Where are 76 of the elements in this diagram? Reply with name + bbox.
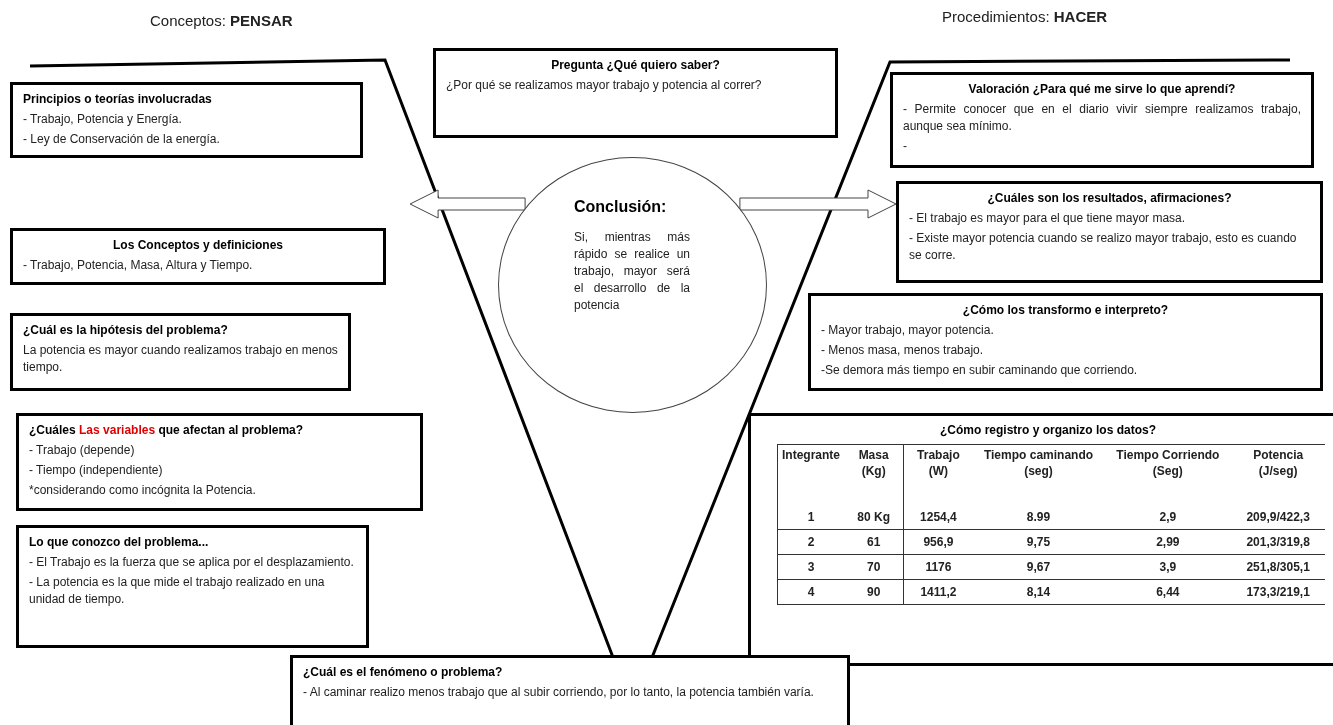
table-cell: 1 bbox=[777, 505, 844, 530]
box-text: La potencia es mayor cuando realizamos trabajo en menos tiempo. bbox=[23, 342, 338, 376]
table-header-cell: Integrante bbox=[777, 444, 844, 505]
table-cell: 201,3/319,8 bbox=[1231, 529, 1325, 555]
box-heading: Los Conceptos y definiciones bbox=[112, 237, 284, 254]
box-text: -Se demora más tiempo en subir caminando que corriendo. bbox=[821, 362, 1139, 379]
box-text: - bbox=[903, 138, 908, 155]
text-box bbox=[16, 413, 423, 511]
table-cell: 209,9/422,3 bbox=[1231, 505, 1325, 530]
box-text: - Tiempo (independiente) bbox=[29, 462, 164, 479]
table-cell: 3,9 bbox=[1104, 554, 1232, 580]
table-cell: 61 bbox=[844, 529, 904, 555]
table-cell: 2 bbox=[777, 529, 844, 555]
box-text: - Menos masa, menos trabajo. bbox=[821, 342, 985, 359]
table-cell: 80 Kg bbox=[844, 505, 904, 530]
box-heading: Principios o teorías involucradas bbox=[23, 91, 213, 108]
table-header-cell: Tiempo Corriendo (Seg) bbox=[1104, 444, 1232, 505]
table-header-cell: Potencia (J/seg) bbox=[1231, 444, 1325, 505]
table-header-cell: Tiempo caminando (seg) bbox=[972, 444, 1105, 505]
box-text: - Trabajo, Potencia y Energía. bbox=[23, 111, 183, 128]
text-box bbox=[890, 72, 1314, 168]
table-header-cell: Masa (Kg) bbox=[844, 444, 904, 505]
table-cell: 9,67 bbox=[972, 554, 1105, 580]
box-text: - Ley de Conservación de la energía. bbox=[23, 131, 221, 148]
block-arrow bbox=[409, 189, 526, 219]
table-cell: 4 bbox=[777, 579, 844, 605]
block-arrow bbox=[739, 189, 897, 219]
box-text: - Al caminar realizo menos trabajo que al subir corriendo, por lo tanto, la potencia también varía. bbox=[303, 684, 815, 701]
box-heading: ¿Cómo los transformo e interpreto? bbox=[961, 302, 1170, 319]
box-text: Si, mientras más rápido se realice un trabajo, mayor será el desarrollo de la potencia bbox=[574, 229, 690, 314]
box-text: - Trabajo, Potencia, Masa, Altura y Tiempo. bbox=[23, 257, 254, 274]
box-heading: Conclusión: bbox=[574, 198, 668, 215]
table-cell: 6,44 bbox=[1104, 579, 1232, 605]
table-cell: 8.99 bbox=[972, 505, 1105, 530]
table-cell: 956,9 bbox=[903, 529, 973, 555]
box-text: - La potencia es la que mide el trabajo realizado en una unidad de tiempo. bbox=[29, 574, 326, 608]
box-text: - El trabajo es mayor para el que tiene mayor masa. bbox=[909, 210, 1187, 227]
table-cell: 1176 bbox=[903, 554, 973, 580]
box-heading: ¿Cuál es la hipótesis del problema? bbox=[23, 322, 229, 339]
table-cell: 1254,4 bbox=[903, 505, 973, 530]
section-heading: Procedimientos: HACER bbox=[942, 8, 1108, 25]
text-box bbox=[16, 525, 369, 648]
box-text: *considerando como incógnita la Potencia. bbox=[29, 482, 257, 499]
box-heading: ¿Cuál es el fenómeno o problema? bbox=[303, 664, 504, 681]
box-text: - El Trabajo es la fuerza que se aplica por el desplazamiento. bbox=[29, 554, 355, 571]
text-box bbox=[748, 413, 1333, 666]
table-cell: 70 bbox=[844, 554, 904, 580]
table-cell: 9,75 bbox=[972, 529, 1105, 555]
box-heading: Pregunta ¿Qué quiero saber? bbox=[550, 57, 721, 74]
table-cell: 3 bbox=[777, 554, 844, 580]
text-box bbox=[808, 293, 1323, 391]
table-cell: 1411,2 bbox=[903, 579, 973, 605]
box-heading: ¿Cuáles son los resultados, afirmaciones? bbox=[986, 190, 1233, 207]
section-heading: Conceptos: PENSAR bbox=[150, 12, 293, 29]
table-cell: 251,8/305,1 bbox=[1231, 554, 1325, 580]
table-header-cell: Trabajo (W) bbox=[903, 444, 973, 505]
box-heading: ¿Cómo registro y organizo los datos? bbox=[939, 422, 1157, 439]
text-box bbox=[433, 48, 838, 138]
box-text: - Trabajo (depende) bbox=[29, 442, 136, 459]
text-box bbox=[10, 228, 386, 285]
box-heading: Lo que conozco del problema... bbox=[29, 534, 210, 551]
box-text: - Permite conocer que en el diario vivir siempre realizamos trabajo, aunque sea mínimo. bbox=[903, 101, 1301, 135]
text-box bbox=[896, 181, 1323, 283]
text-box bbox=[290, 655, 850, 725]
table-cell: 8,14 bbox=[972, 579, 1105, 605]
table-cell: 90 bbox=[844, 579, 904, 605]
box-heading: ¿Cuáles Las variables que afectan al problema? bbox=[29, 422, 305, 439]
table-cell: 2,9 bbox=[1104, 505, 1232, 530]
box-text: ¿Por qué se realizamos mayor trabajo y potencia al correr? bbox=[446, 77, 763, 94]
table-cell: 173,3/219,1 bbox=[1231, 579, 1325, 605]
table-cell: 2,99 bbox=[1104, 529, 1232, 555]
box-text: - Existe mayor potencia cuando se realizo mayor trabajo, esto es cuando se corre. bbox=[909, 230, 1298, 264]
box-heading: Valoración ¿Para qué me sirve lo que aprendí? bbox=[967, 81, 1237, 98]
text-box bbox=[10, 313, 351, 391]
box-text: - Mayor trabajo, mayor potencia. bbox=[821, 322, 995, 339]
text-box bbox=[10, 82, 363, 158]
